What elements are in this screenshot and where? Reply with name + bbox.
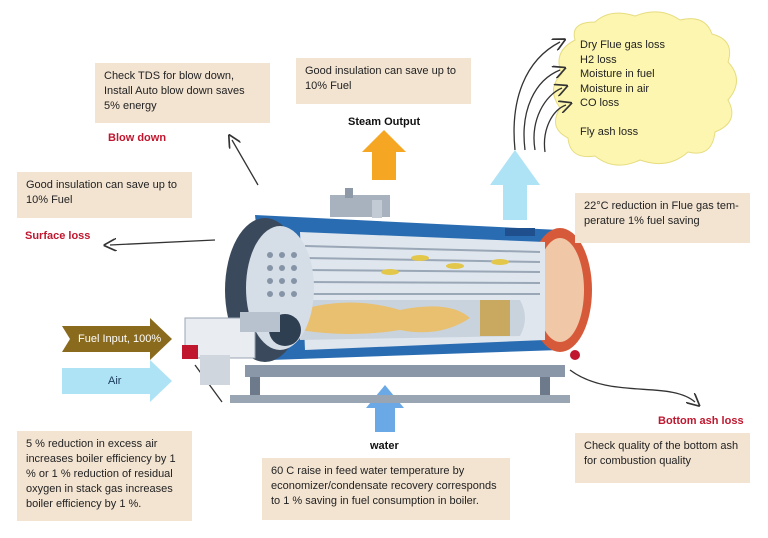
boiler — [182, 188, 592, 403]
loss-item: Moisture in air — [580, 82, 650, 95]
insulation-left-box: Good insulation can save up to 10% Fuel — [17, 172, 192, 218]
steam-output-label: Steam Output — [348, 116, 421, 128]
blow-down-label: Blow down — [108, 132, 167, 144]
fuel-input-arrow — [62, 318, 172, 360]
loss-item: Fly ash loss — [580, 126, 639, 138]
loss-item: Moisture in fuel — [580, 68, 655, 80]
fuel-input-label: Fuel Input, 100% — [78, 333, 162, 345]
air-arrow — [62, 360, 172, 402]
bottom-ash-tip-box: Check quality of the bottom ash for comb… — [575, 433, 750, 483]
blow-down-arrow — [232, 140, 259, 186]
surface-loss-arrow — [110, 240, 216, 245]
loss-item: H2 loss — [580, 53, 617, 66]
loss-item: CO loss — [580, 97, 620, 109]
bottom-ash-arrow — [569, 369, 695, 402]
insulation-top-text: Good insulation can save up to 10% Fuel — [305, 65, 457, 92]
blowdown-tip-text: Check TDS for blow down, Install Auto bl… — [104, 70, 245, 112]
flue-gas-arrows — [513, 42, 566, 153]
loss-item: Dry Flue gas loss — [580, 39, 665, 51]
water-label: water — [370, 440, 399, 452]
flue-loss-cloud — [553, 11, 737, 166]
surface-loss-label: Surface loss — [25, 230, 91, 242]
feed-water-tip-box: 60 C raise in feed water temperature by … — [262, 458, 510, 520]
insulation-top-box: Good insulation can save up to 10% Fuel — [296, 58, 471, 104]
excess-air-tip-text: 5 % reduction in excess air increases bo… — [26, 438, 176, 510]
feed-water-tip-text: 60 C raise in feed water temperature by … — [271, 465, 497, 507]
flue-gas-arrow — [490, 150, 540, 220]
excess-air-tip-box: 5 % reduction in excess air increases bo… — [17, 431, 192, 521]
loss-spacer — [580, 111, 665, 126]
flue-gas-tip-text: 22°C reduction in Flue gas tem-perature … — [584, 200, 739, 227]
steam-output-arrow — [362, 130, 406, 180]
air-label: Air — [108, 375, 122, 387]
loss-list: Dry Flue gas loss H2 loss Moisture in fu… — [580, 38, 665, 140]
flue-gas-tip-box: 22°C reduction in Flue gas tem-perature … — [575, 193, 750, 243]
water-inlet-arrow — [366, 385, 404, 432]
bottom-ash-tip-text: Check quality of the bottom ash for comb… — [584, 440, 739, 467]
blowdown-tip-box: Check TDS for blow down, Install Auto bl… — [95, 63, 270, 123]
bottom-ash-loss-label: Bottom ash loss — [658, 415, 744, 427]
insulation-left-text: Good insulation can save up to 10% Fuel — [26, 179, 178, 206]
